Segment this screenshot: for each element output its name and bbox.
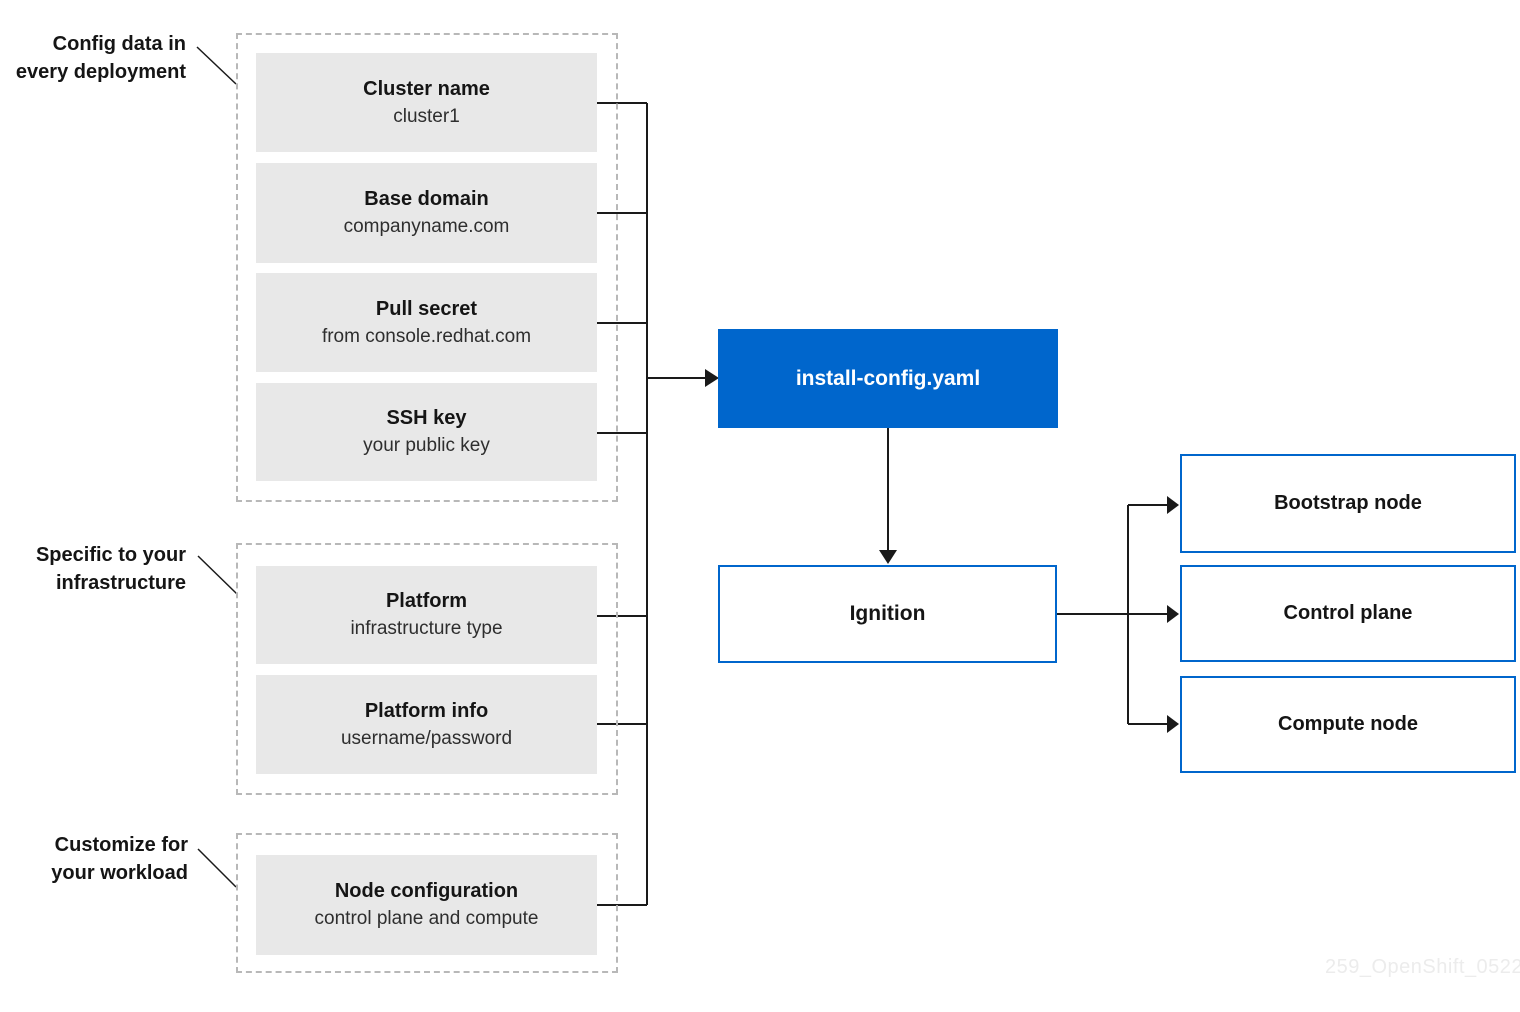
watermark: 259_OpenShift_0522 [1325, 956, 1520, 978]
item-node-configuration: Node configuration control plane and com… [256, 855, 597, 955]
target-node-compute: Compute node [1180, 676, 1516, 773]
arrowhead-install-config [705, 369, 719, 387]
annotation-line: infrastructure [55, 572, 186, 594]
target-node-bootstrap: Bootstrap node [1180, 454, 1516, 553]
item-subtitle: control plane and compute [314, 908, 539, 929]
annotation-pointer-lines [196, 46, 238, 888]
annotation-workload: Customize for your workload [0, 831, 188, 887]
item-cluster-name: Cluster name cluster1 [256, 53, 597, 152]
annotation-infrastructure: Specific to your infrastructure [0, 541, 186, 597]
annotation-line: Specific to your [35, 544, 186, 566]
item-title: Pull secret [375, 297, 478, 320]
pointer-line-config-data [196, 46, 237, 85]
item-title: Cluster name [363, 77, 490, 100]
item-title: Base domain [364, 188, 489, 210]
item-subtitle: infrastructure type [350, 618, 503, 639]
annotation-config-data: Config data in every deployment [0, 30, 186, 86]
item-title: Node configuration [334, 880, 519, 902]
group-box-infrastructure [236, 543, 618, 795]
pointer-line-workload [197, 848, 237, 888]
item-ssh-key: SSH key your public key [256, 383, 597, 481]
annotation-line: Config data in [52, 33, 186, 55]
target-node-control-plane: Control plane [1180, 565, 1516, 662]
connector-lines [597, 102, 1167, 906]
item-subtitle: cluster1 [393, 105, 460, 127]
item-subtitle: username/password [340, 727, 513, 749]
item-platform: Platform infrastructure type [256, 566, 597, 664]
group-box-config-data [236, 33, 618, 502]
arrowhead-control-plane [1167, 605, 1179, 623]
annotation-line: Customize for [54, 834, 188, 856]
annotation-line: your workload [51, 862, 188, 884]
item-title: SSH key [386, 407, 467, 429]
item-subtitle: companyname.com [343, 216, 510, 237]
item-base-domain: Base domain companyname.com [256, 163, 597, 263]
item-pull-secret: Pull secret from console.redhat.com [256, 273, 597, 372]
item-title: Platform info [364, 699, 489, 722]
annotation-line: every deployment [15, 61, 186, 83]
item-title: Platform [385, 590, 468, 612]
arrowhead-compute [1167, 715, 1179, 733]
pointer-line-infrastructure [197, 555, 238, 595]
item-subtitle: from console.redhat.com [321, 325, 532, 347]
install-config-node: install-config.yaml [718, 329, 1058, 428]
item-platform-info: Platform info username/password [256, 675, 597, 774]
item-subtitle: your public key [363, 435, 490, 456]
arrowhead-bootstrap [1167, 496, 1179, 514]
group-box-workload [236, 833, 618, 973]
arrowhead-ignition [879, 550, 897, 564]
ignition-node: Ignition [718, 565, 1057, 663]
